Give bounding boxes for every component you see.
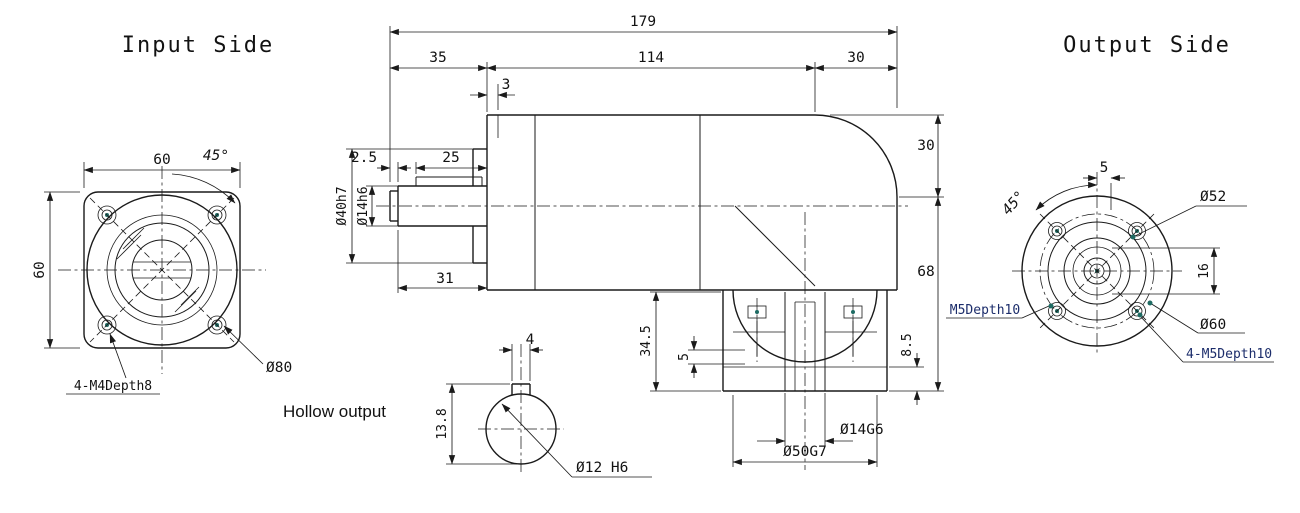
hollow-dim-bore-key-depth: 13.8 (435, 383, 519, 465)
side-dim-body-height: 68 (889, 196, 944, 392)
output-dim-mounting-holes: 4-M5Depth10 (1137, 312, 1274, 363)
input-dim-bolt-circle-label: Ø80 (266, 360, 292, 376)
side-dim-shaft-tip: 2.5 (351, 150, 411, 182)
input-dim-height-label: 60 (32, 261, 48, 278)
input-dim-mounting-holes: 4-M4Depth8 (66, 333, 160, 395)
side-dim-output-spigot: Ø50G7 (732, 395, 878, 467)
side-dim-body-length-label: 114 (638, 50, 664, 66)
side-dim-output-depth-label: 34.5 (639, 325, 654, 356)
output-dim-mounting-holes-label: 4-M5Depth10 (1186, 347, 1272, 362)
hollow-dim-bore-label: Ø12 H6 (576, 460, 628, 476)
side-dim-key-length: 25 (415, 150, 488, 174)
side-dim-output-length-label: 30 (847, 50, 864, 66)
hollow-dim-bore-key-depth-label: 13.8 (435, 408, 450, 439)
output-dim-spigot-label: Ø52 (1200, 189, 1226, 205)
hollow-dim-key-width-label: 4 (526, 332, 535, 348)
side-dim-body-length: 114 (486, 50, 816, 112)
side-dim-shaft-length: 31 (397, 230, 488, 293)
input-side-title: Input Side (122, 33, 274, 58)
input-side-view: 60 60 45° Ø80 4-M4Depth8 (32, 148, 292, 395)
side-dim-output-length: 30 (814, 50, 898, 72)
hollow-output-detail: 4 13.8 Ø12 H6 (435, 332, 652, 478)
side-dim-key-depth: 5 (677, 336, 723, 378)
side-dim-input-length-label: 35 (429, 50, 446, 66)
side-dim-input-length: 35 (389, 50, 488, 112)
output-dim-center-tap-label: M5Depth10 (950, 303, 1020, 318)
side-dim-shaft-length-label: 31 (436, 271, 453, 287)
input-dim-height: 60 (32, 191, 80, 349)
side-dim-key-depth-label: 5 (677, 353, 692, 361)
input-dim-width: 60 (83, 152, 241, 188)
output-dim-spigot: Ø52 (1130, 189, 1247, 240)
side-dim-shaft-dia: Ø14h6 (356, 185, 398, 227)
output-dim-angle-label: 45° (999, 188, 1028, 218)
output-dim-key-offset-label: 5 (1100, 160, 1109, 176)
output-dim-bolt-circle-label: Ø60 (1200, 317, 1226, 333)
output-side-view: 5 45° Ø52 16 M5Depth10 Ø60 (946, 160, 1274, 363)
side-dim-total-length-label: 179 (630, 14, 656, 30)
side-dim-flange-step-label: 3 (502, 77, 511, 93)
input-dim-bolt-circle: Ø80 (223, 325, 292, 376)
side-dim-output-bore-label: Ø14G6 (840, 422, 884, 438)
side-dim-flange-thickness-label: 8.5 (900, 333, 915, 356)
output-dim-key-width: 16 (1112, 247, 1220, 295)
output-dim-key-width-label: 16 (1197, 263, 1212, 279)
output-housing (722, 212, 888, 470)
output-side-title: Output Side (1063, 33, 1231, 58)
hollow-dim-key-width: 4 (499, 332, 543, 381)
side-dim-total-length: 179 (389, 14, 898, 182)
hollow-bore-outline (478, 344, 564, 474)
side-dim-body-height-label: 68 (917, 264, 934, 280)
side-dim-shaft-tip-label: 2.5 (351, 150, 377, 166)
side-dim-shaft-dia-label: Ø14h6 (356, 186, 371, 225)
output-dim-key-offset: 5 (1083, 160, 1125, 210)
input-dim-width-label: 60 (153, 152, 170, 168)
side-dim-corner-height: 30 (830, 114, 944, 198)
side-dim-pilot-dia-label: Ø40h7 (335, 186, 350, 225)
gearbox-body-outline (486, 114, 898, 291)
side-dim-flange-thickness: 8.5 (889, 333, 924, 405)
input-dim-mounting-holes-label: 4-M4Depth8 (74, 379, 152, 394)
input-dim-angle-label: 45° (203, 148, 229, 164)
side-dim-pilot-dia: Ø40h7 (335, 148, 473, 264)
side-dim-output-bore: Ø14G6 (757, 393, 884, 446)
side-dim-corner-height-label: 30 (917, 138, 934, 154)
input-dim-angle: 45° (171, 148, 236, 204)
side-dim-output-depth: 34.5 (639, 291, 721, 392)
output-dim-bolt-circle: Ø60 (1147, 300, 1245, 334)
side-dim-key-length-label: 25 (442, 150, 459, 166)
side-dim-flange-step: 3 (470, 77, 515, 110)
side-view: 179 35 114 30 3 2.5 (335, 14, 944, 470)
output-dim-center-tap: M5Depth10 (946, 303, 1054, 319)
input-shaft (376, 148, 908, 264)
hollow-dim-bore: Ø12 H6 (501, 403, 652, 478)
output-view-centerlines (1012, 172, 1182, 356)
side-dim-output-spigot-label: Ø50G7 (783, 444, 827, 460)
hollow-output-label: Hollow output (283, 402, 386, 421)
input-view-centerlines (58, 166, 266, 374)
